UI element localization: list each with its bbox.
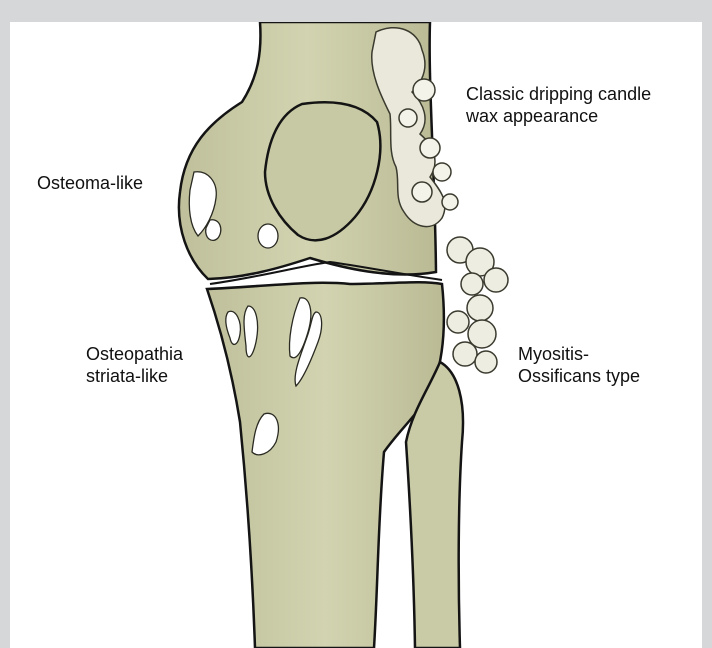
label-osteopathia-striata: Osteopathia striata-like xyxy=(86,343,183,387)
label-osteopathia-line-1: Osteopathia xyxy=(86,343,183,365)
myositis-ossificans-lesion xyxy=(447,237,508,373)
figure-panel: Classic dripping candle wax appearance O… xyxy=(10,22,702,648)
label-osteoma: Osteoma-like xyxy=(37,172,143,194)
label-myositis-ossificans: Myositis- Ossificans type xyxy=(518,343,640,387)
label-candle-wax-line-1: Classic dripping candle xyxy=(466,83,651,105)
label-osteoma-line-1: Osteoma-like xyxy=(37,172,143,194)
label-myositis-line-2: Ossificans type xyxy=(518,365,640,387)
label-myositis-line-1: Myositis- xyxy=(518,343,640,365)
label-candle-wax: Classic dripping candle wax appearance xyxy=(466,83,651,127)
label-candle-wax-line-2: wax appearance xyxy=(466,105,651,127)
label-osteopathia-line-2: striata-like xyxy=(86,365,183,387)
